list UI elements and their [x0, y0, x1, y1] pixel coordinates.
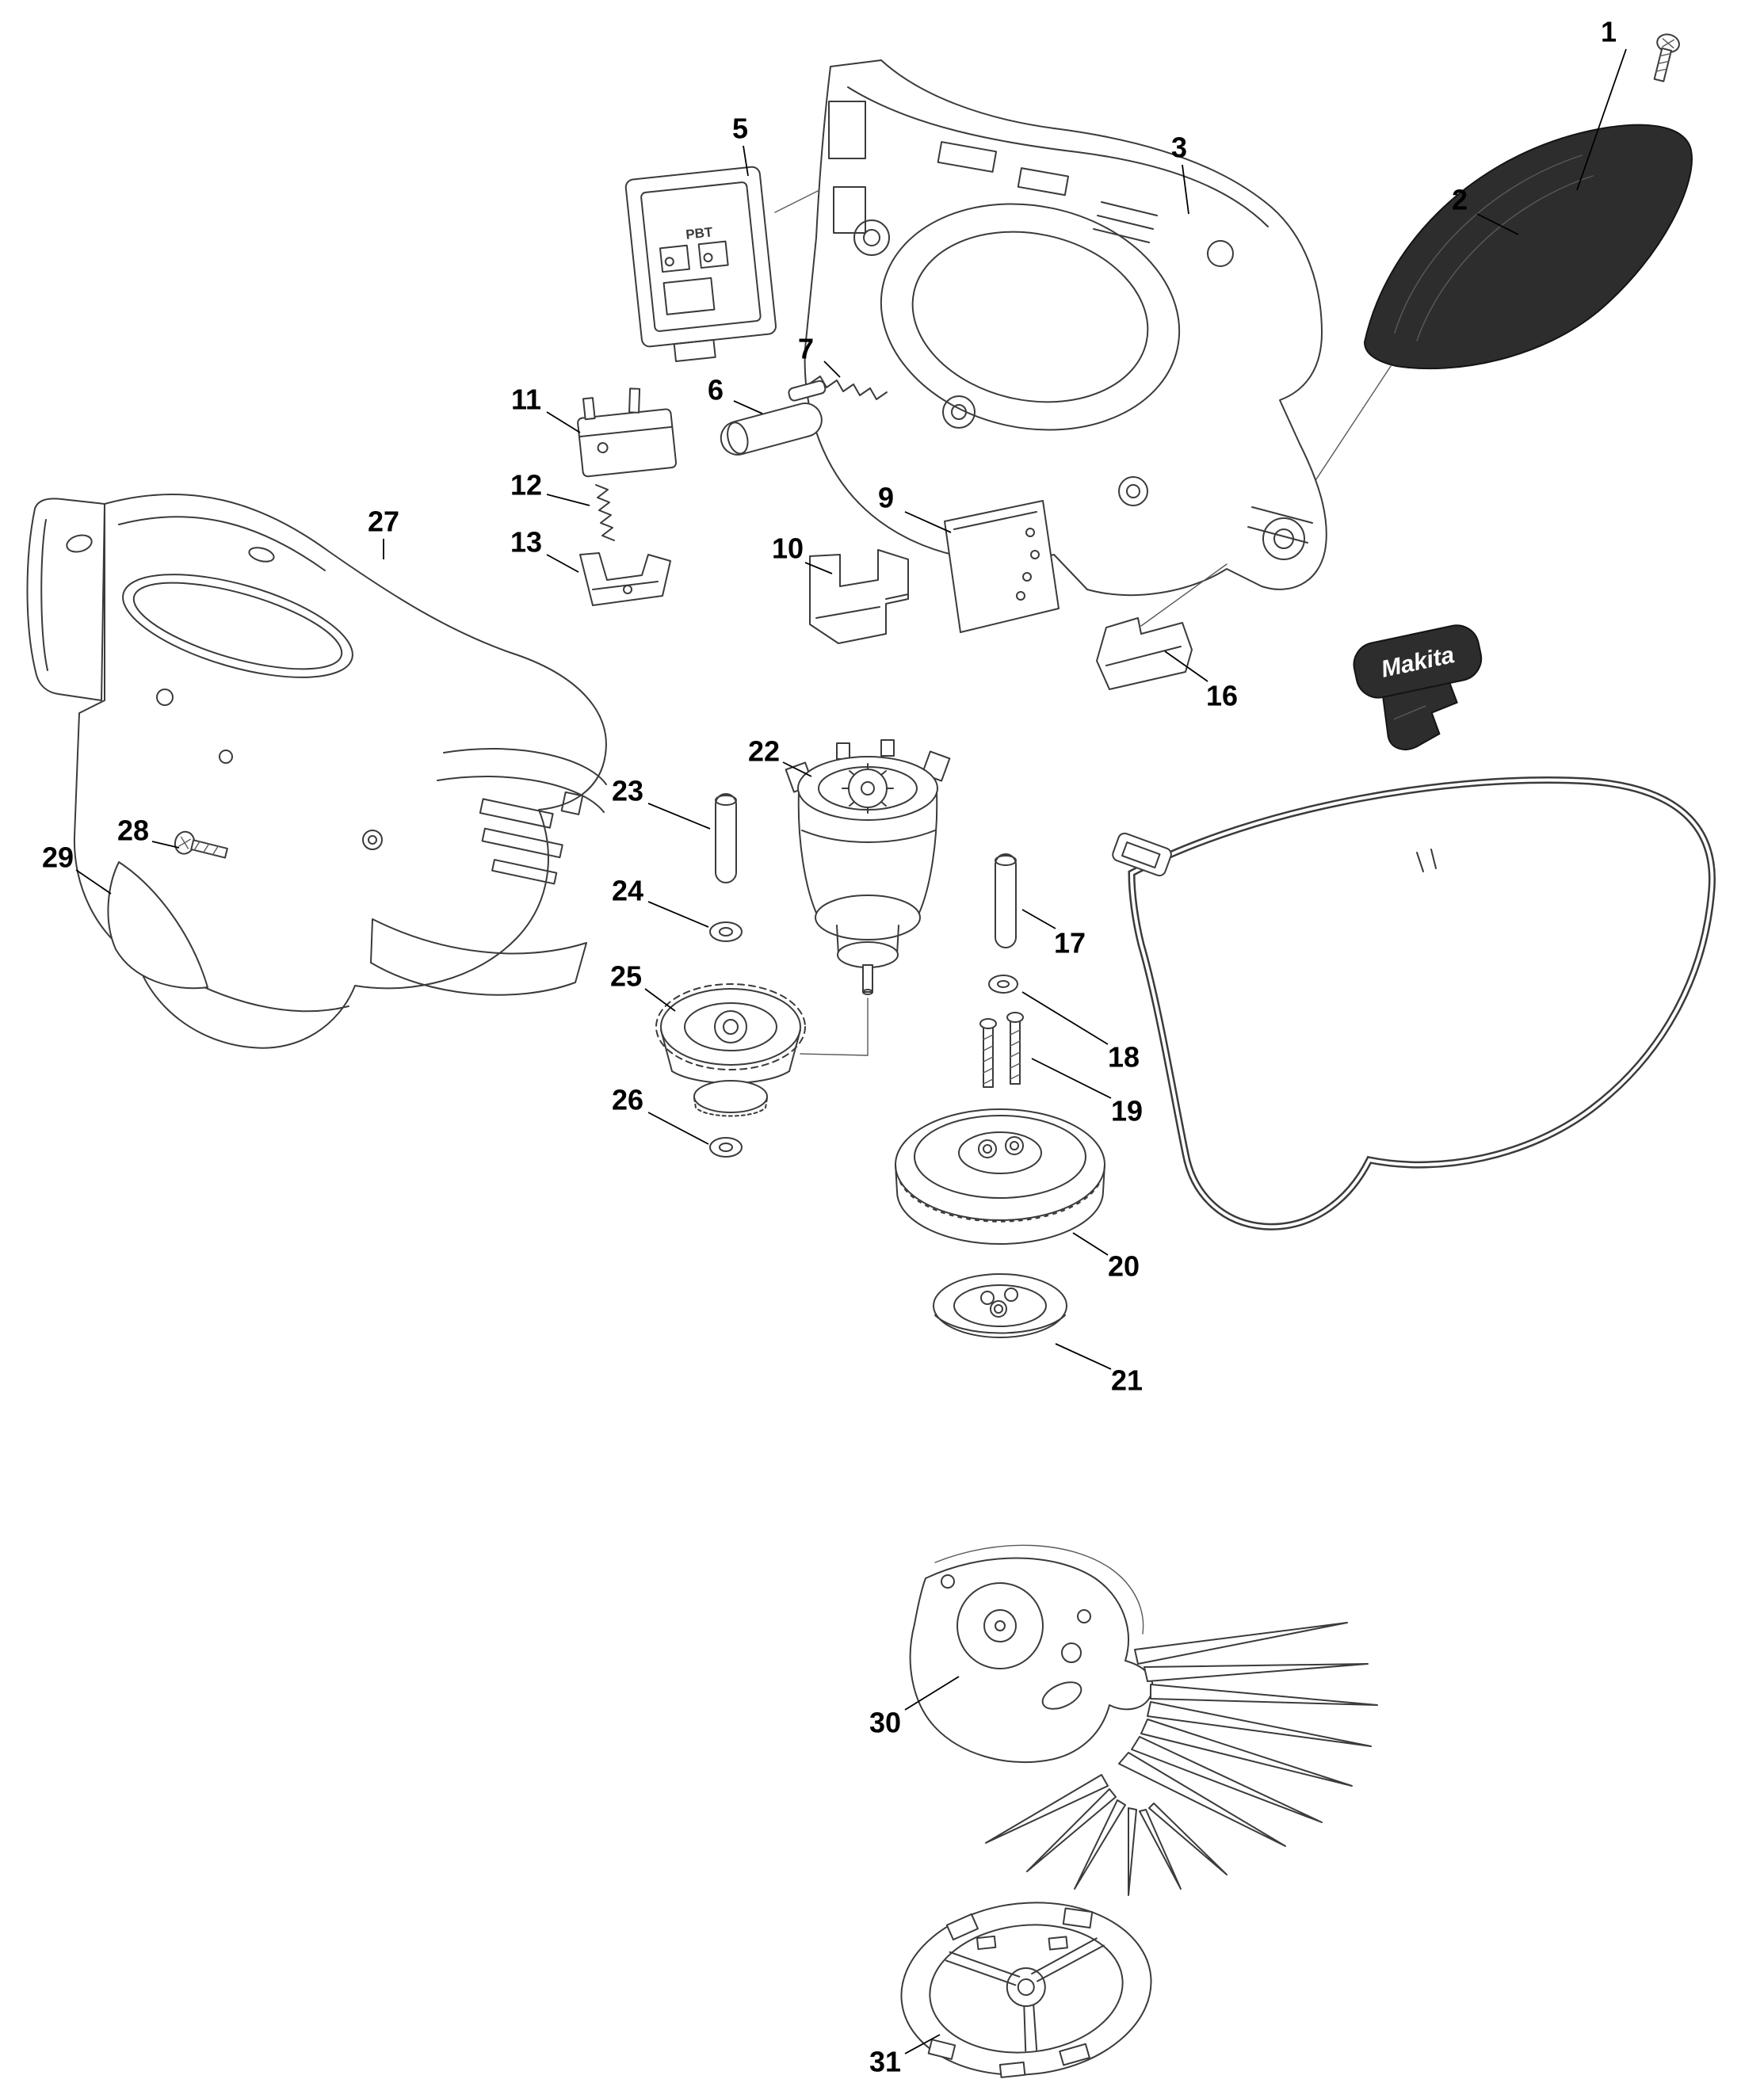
callout-leader-7 [823, 361, 841, 378]
callout-leader-30 [904, 1676, 960, 1711]
part-2-blade-cover [1291, 124, 1693, 517]
callout-leader-28 [151, 841, 180, 849]
callout-number-20: 20 [1108, 1250, 1140, 1283]
part-24-washer [709, 921, 743, 942]
callout-number-26: 26 [612, 1084, 643, 1116]
callout-number-7: 7 [798, 333, 814, 365]
callout-number-9: 9 [878, 482, 894, 514]
callout-leader-19 [1031, 1058, 1112, 1099]
part-21-flange [933, 1273, 1067, 1338]
callout-number-28: 28 [117, 815, 149, 847]
callout-leader-23 [647, 803, 711, 830]
callout-leader-17 [1021, 909, 1056, 929]
callout-number-16: 16 [1206, 680, 1238, 712]
callout-leader-3 [1182, 164, 1189, 215]
callout-leader-18 [1021, 991, 1109, 1045]
callout-number-29: 29 [42, 841, 74, 874]
callout-leader-25 [644, 988, 676, 1012]
callout-number-18: 18 [1108, 1041, 1140, 1074]
part-loop-handle [1112, 776, 1716, 1230]
part-19-screws [979, 1012, 1024, 1088]
callout-number-19: 19 [1111, 1095, 1143, 1127]
callout-number-30: 30 [869, 1707, 901, 1739]
part-13-holder [579, 552, 671, 606]
part-5-switch-plate: PBT [624, 166, 777, 363]
callout-number-25: 25 [610, 960, 642, 993]
part-16-block [1096, 563, 1228, 690]
part-6-pin [720, 380, 827, 456]
callout-number-12: 12 [510, 469, 542, 502]
callout-number-5: 5 [732, 113, 748, 145]
part-31-base-plate [900, 1902, 1152, 2078]
callout-number-2: 2 [1452, 184, 1468, 216]
part-26-washer [709, 1137, 743, 1158]
callout-leader-1 [1576, 48, 1627, 191]
callout-number-13: 13 [510, 526, 542, 559]
callout-number-21: 21 [1111, 1364, 1143, 1397]
callout-number-23: 23 [612, 775, 643, 807]
callout-number-31: 31 [869, 2046, 901, 2078]
callout-number-10: 10 [772, 532, 804, 565]
callout-number-6: 6 [708, 374, 724, 406]
part-12-spring [595, 484, 615, 541]
part-18-washer [988, 975, 1018, 994]
part-30-shear-blade [909, 1544, 1378, 1896]
callout-number-11: 11 [511, 383, 541, 416]
callout-leader-21 [1055, 1343, 1112, 1370]
callout-leader-12 [546, 494, 590, 506]
plate-marking-text: PBT [685, 224, 713, 242]
callout-leader-26 [647, 1112, 709, 1145]
callout-number-3: 3 [1171, 132, 1187, 164]
part-27-body [26, 493, 607, 1049]
callout-number-27: 27 [368, 505, 399, 538]
part-29-fin [107, 861, 208, 990]
part-11-switch [577, 387, 678, 478]
part-25-gear [655, 983, 869, 1117]
part-22-motor [785, 739, 951, 995]
part-3-housing [774, 59, 1327, 597]
part-10-lever [809, 549, 909, 644]
callout-leader-20 [1072, 1232, 1109, 1256]
callout-leader-10 [804, 562, 833, 574]
callout-leader-11 [546, 411, 581, 433]
callout-leader-22 [782, 761, 812, 777]
part-23-pin [715, 793, 737, 883]
callout-leader-2 [1476, 213, 1519, 235]
part-17-pin [995, 853, 1017, 948]
callout-number-22: 22 [748, 735, 780, 768]
callout-leader-16 [1164, 650, 1208, 682]
callout-leader-5 [743, 145, 749, 177]
callout-number-1: 1 [1601, 16, 1617, 48]
callout-leader-6 [733, 400, 763, 414]
part-9-plate [944, 500, 1060, 633]
callout-leader-9 [904, 511, 952, 533]
callout-number-24: 24 [612, 875, 643, 907]
part-20-wheel [895, 1108, 1105, 1245]
callout-number-17: 17 [1054, 927, 1086, 959]
part-makita-clip: Makita [1353, 624, 1483, 750]
callout-leader-31 [904, 2034, 941, 2054]
callout-leader-24 [647, 901, 709, 928]
part-1-screw [1653, 33, 1680, 82]
part-28-screw [174, 830, 228, 859]
callout-layer: 1235679101112131617181920212223242526272… [42, 16, 1627, 2078]
callout-leader-13 [546, 554, 579, 573]
callout-leader-29 [75, 869, 112, 895]
